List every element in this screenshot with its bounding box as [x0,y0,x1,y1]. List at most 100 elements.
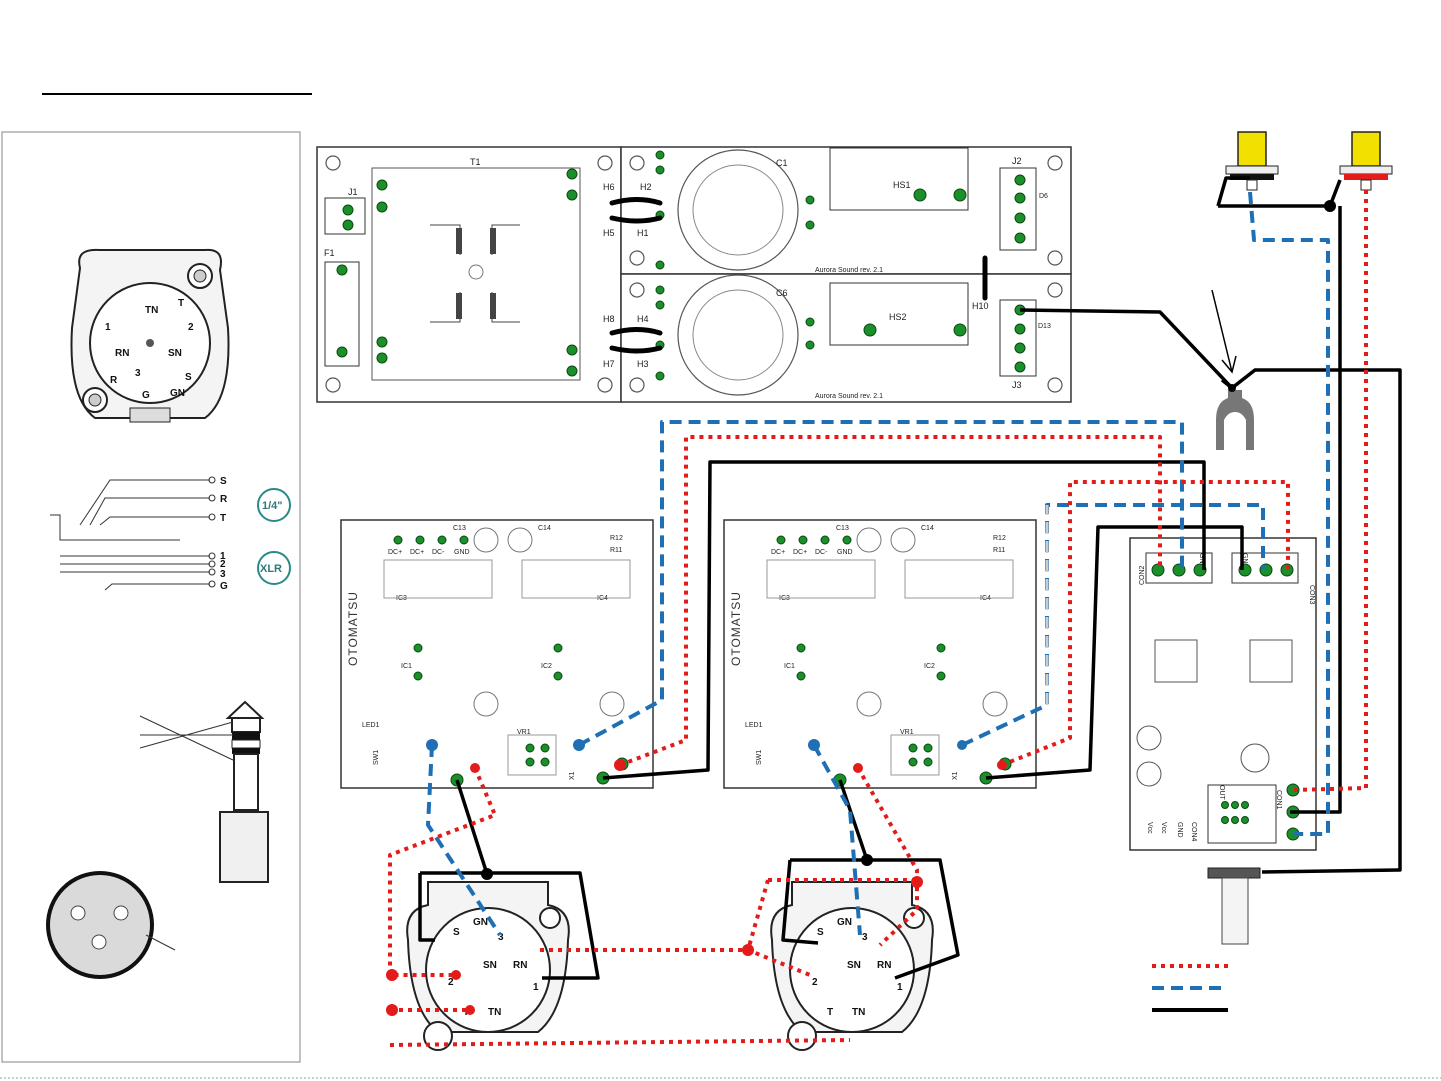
trs-plug-icon [139,700,269,883]
jack-left-pin-tn: TN [488,1007,501,1018]
output-con3-label: CON3 [1308,585,1315,605]
black-pin-markers [481,200,1336,880]
preamp-left-c14: C14 [538,525,551,532]
combo-pin-r: R [110,375,118,386]
xlr-pin-1: 1 [220,551,226,562]
preamp-right-led1: LED1 [745,722,763,729]
combo-pin-s: S [185,372,192,383]
combo-pin-rn: RN [115,348,129,359]
psu-h8-label: H8 [603,314,615,324]
psu-h6-label: H6 [603,182,615,192]
preamp-right-sw1: SW1 [756,750,763,765]
combo-pin-3: 3 [135,368,141,379]
rca-jack-icon-red [1339,131,1393,191]
red-pin-markers [386,759,1007,1016]
spade-lug-icon [1211,289,1254,450]
jack-right-pin-1: 1 [897,982,903,993]
preamp-left-gnd: GND [454,549,470,556]
combo-pin-sn: SN [168,348,182,359]
output-con4-label: CON4 [1190,822,1197,842]
trs-badge: 1/4" [262,500,283,512]
psu-d6-label: D6 [1039,193,1048,200]
psu-h10-label: H10 [972,301,989,311]
jack-right-pin-tn: TN [852,1007,865,1018]
preamp-right-name: OTOMATSU [729,591,743,666]
rca-jack-icon [1225,131,1279,191]
xlr-schematic: 1 2 3 G XLR [60,551,291,592]
preamp-left-r11: R11 [610,547,622,554]
output-vcc-label-b: Vcc [1160,822,1167,834]
output-gnd-label-b: GND [1241,553,1248,569]
psu-c1-label: C1 [776,158,788,168]
psu-h7-label: H7 [603,359,615,369]
combo-pin-g: G [142,390,150,401]
preamp-left-x1: X1 [569,771,576,780]
preamp-right-c13: C13 [836,525,849,532]
psu-brand-bottom: Aurora Sound rev. 2.1 [815,393,883,400]
power-supply-board: T1 J1 F1 C1 C6 HS1 HS2 J2 J3 D6 D13 H2 H… [316,146,1072,403]
jack-right-pin-t: T [827,1007,833,1018]
jack-left-pin-1: 1 [533,982,539,993]
preamp-left-ic2: IC2 [541,663,552,670]
preamp-left-ic1: IC1 [401,663,412,670]
psu-j2-label: J2 [1012,156,1022,166]
preamp-right-ic2: IC2 [924,663,935,670]
psu-d13-label: D13 [1038,323,1051,330]
output-board: CON2 CON3 GND GND CON1 Vcc Vcc GND CON4 … [1129,537,1317,945]
preamp-left-name: OTOMATSU [346,591,360,666]
wire-legend [1152,964,1228,1012]
output-con1-label: CON1 [1275,790,1282,810]
xlr-combo-jack-left: S GN 3 SN RN 2 1 TN T [406,881,570,1051]
trs-schematic: S R T 1/4" [50,476,291,541]
preamp-right-vr1: VR1 [900,729,914,736]
xlr-combo-jack-right: S GN 3 SN RN 2 1 TN T [770,881,934,1051]
jack-right-pin-rn: RN [877,960,891,971]
jack-right-pin-sn: SN [847,960,861,971]
blue-pin-markers [426,739,967,751]
xlr-pin-3: 3 [220,569,226,580]
jack-left-pin-3: 3 [498,932,504,943]
preamp-right-dc3: DC- [815,549,828,556]
preamp-left-c13: C13 [453,525,466,532]
psu-h4-label: H4 [637,314,649,324]
preamp-left-dc1: DC+ [388,549,402,556]
output-gnd-label-c: GND [1176,822,1183,838]
preamp-left-dc2: DC+ [410,549,424,556]
jack-left-pin-gn: GN [473,917,488,928]
psu-hs2-label: HS2 [889,312,907,322]
combo-pin-tn: TN [145,305,158,316]
combo-pin-1: 1 [105,322,111,333]
psu-j1-label: J1 [348,187,358,197]
psu-f1-label: F1 [324,248,335,258]
jack-right-pin-2: 2 [812,977,818,988]
psu-brand-top: Aurora Sound rev. 2.1 [815,267,883,274]
psu-h3-label: H3 [637,359,649,369]
preamp-right-r11: R11 [993,547,1005,554]
jack-left-pin-sn: SN [483,960,497,971]
output-out-label: OUT [1218,785,1225,801]
output-vcc-label-a: Vcc [1146,822,1153,834]
xlr-combo-jack-icon: TN T 1 2 RN SN R 3 S G GN [70,248,230,423]
preamp-right-c14: C14 [921,525,934,532]
output-gnd-label-a: GND [1198,553,1205,569]
preamp-board-right: OTOMATSU DC+ DC+ DC- GND C13 C14 R12 R11… [723,519,1037,789]
psu-h2-label: H2 [640,182,652,192]
trs-pin-s: S [220,476,227,487]
output-con2-label: CON2 [1139,565,1146,585]
connector-legend-panel: TN T 1 2 RN SN R 3 S G GN S R T [1,131,301,1063]
preamp-right-dc1: DC+ [771,549,785,556]
preamp-right-gnd: GND [837,549,853,556]
preamp-left-sw1: SW1 [373,750,380,765]
potentiometer-icon [1207,867,1261,945]
jack-right-pin-s: S [817,927,824,938]
xlr-pin-2: 2 [220,559,226,570]
preamp-left-led1: LED1 [362,722,380,729]
xlr-pin-face-icon [46,871,176,979]
trs-pin-r: R [220,494,228,505]
jack-left-pin-s: S [453,927,460,938]
preamp-left-vr1: VR1 [517,729,531,736]
xlr-badge: XLR [260,563,282,575]
psu-c6-label: C6 [776,288,788,298]
combo-pin-2: 2 [188,322,194,333]
